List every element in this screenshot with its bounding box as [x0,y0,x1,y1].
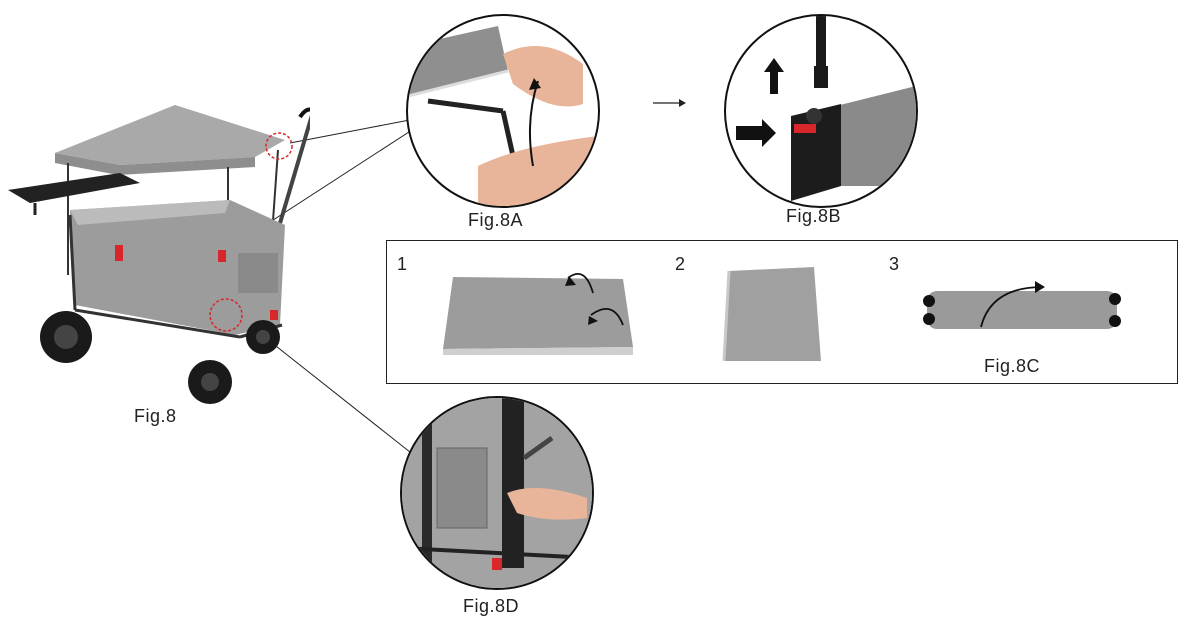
pole-release-illustration [736,16,916,201]
canopy-detach-illustration [408,26,598,206]
arrow-right-icon [653,99,686,107]
caption-fig8d: Fig.8D [463,596,520,616]
detail-circle-fig8b [724,14,918,208]
step-number-3: 3 [889,254,900,274]
detail-circle-fig8d [400,396,594,590]
fabric-flat-illustration [443,273,633,355]
fold-steps-box: 1 2 3 Fig.8C [386,240,1178,384]
caption-fig8b: Fig.8B [786,206,842,226]
caption-fig8: Fig.8 [134,406,177,426]
detail-circle-fig8a [406,14,600,208]
pocket-detail-illustration [402,398,592,588]
caption-fig8c: Fig.8C [984,356,1041,376]
fabric-rolled-illustration [923,281,1121,329]
caption-fig8a: Fig.8A [468,210,524,230]
wagon-illustration [8,105,310,404]
step-number-1: 1 [397,254,408,274]
fabric-folded-illustration [722,267,821,362]
step-number-2: 2 [675,254,686,274]
